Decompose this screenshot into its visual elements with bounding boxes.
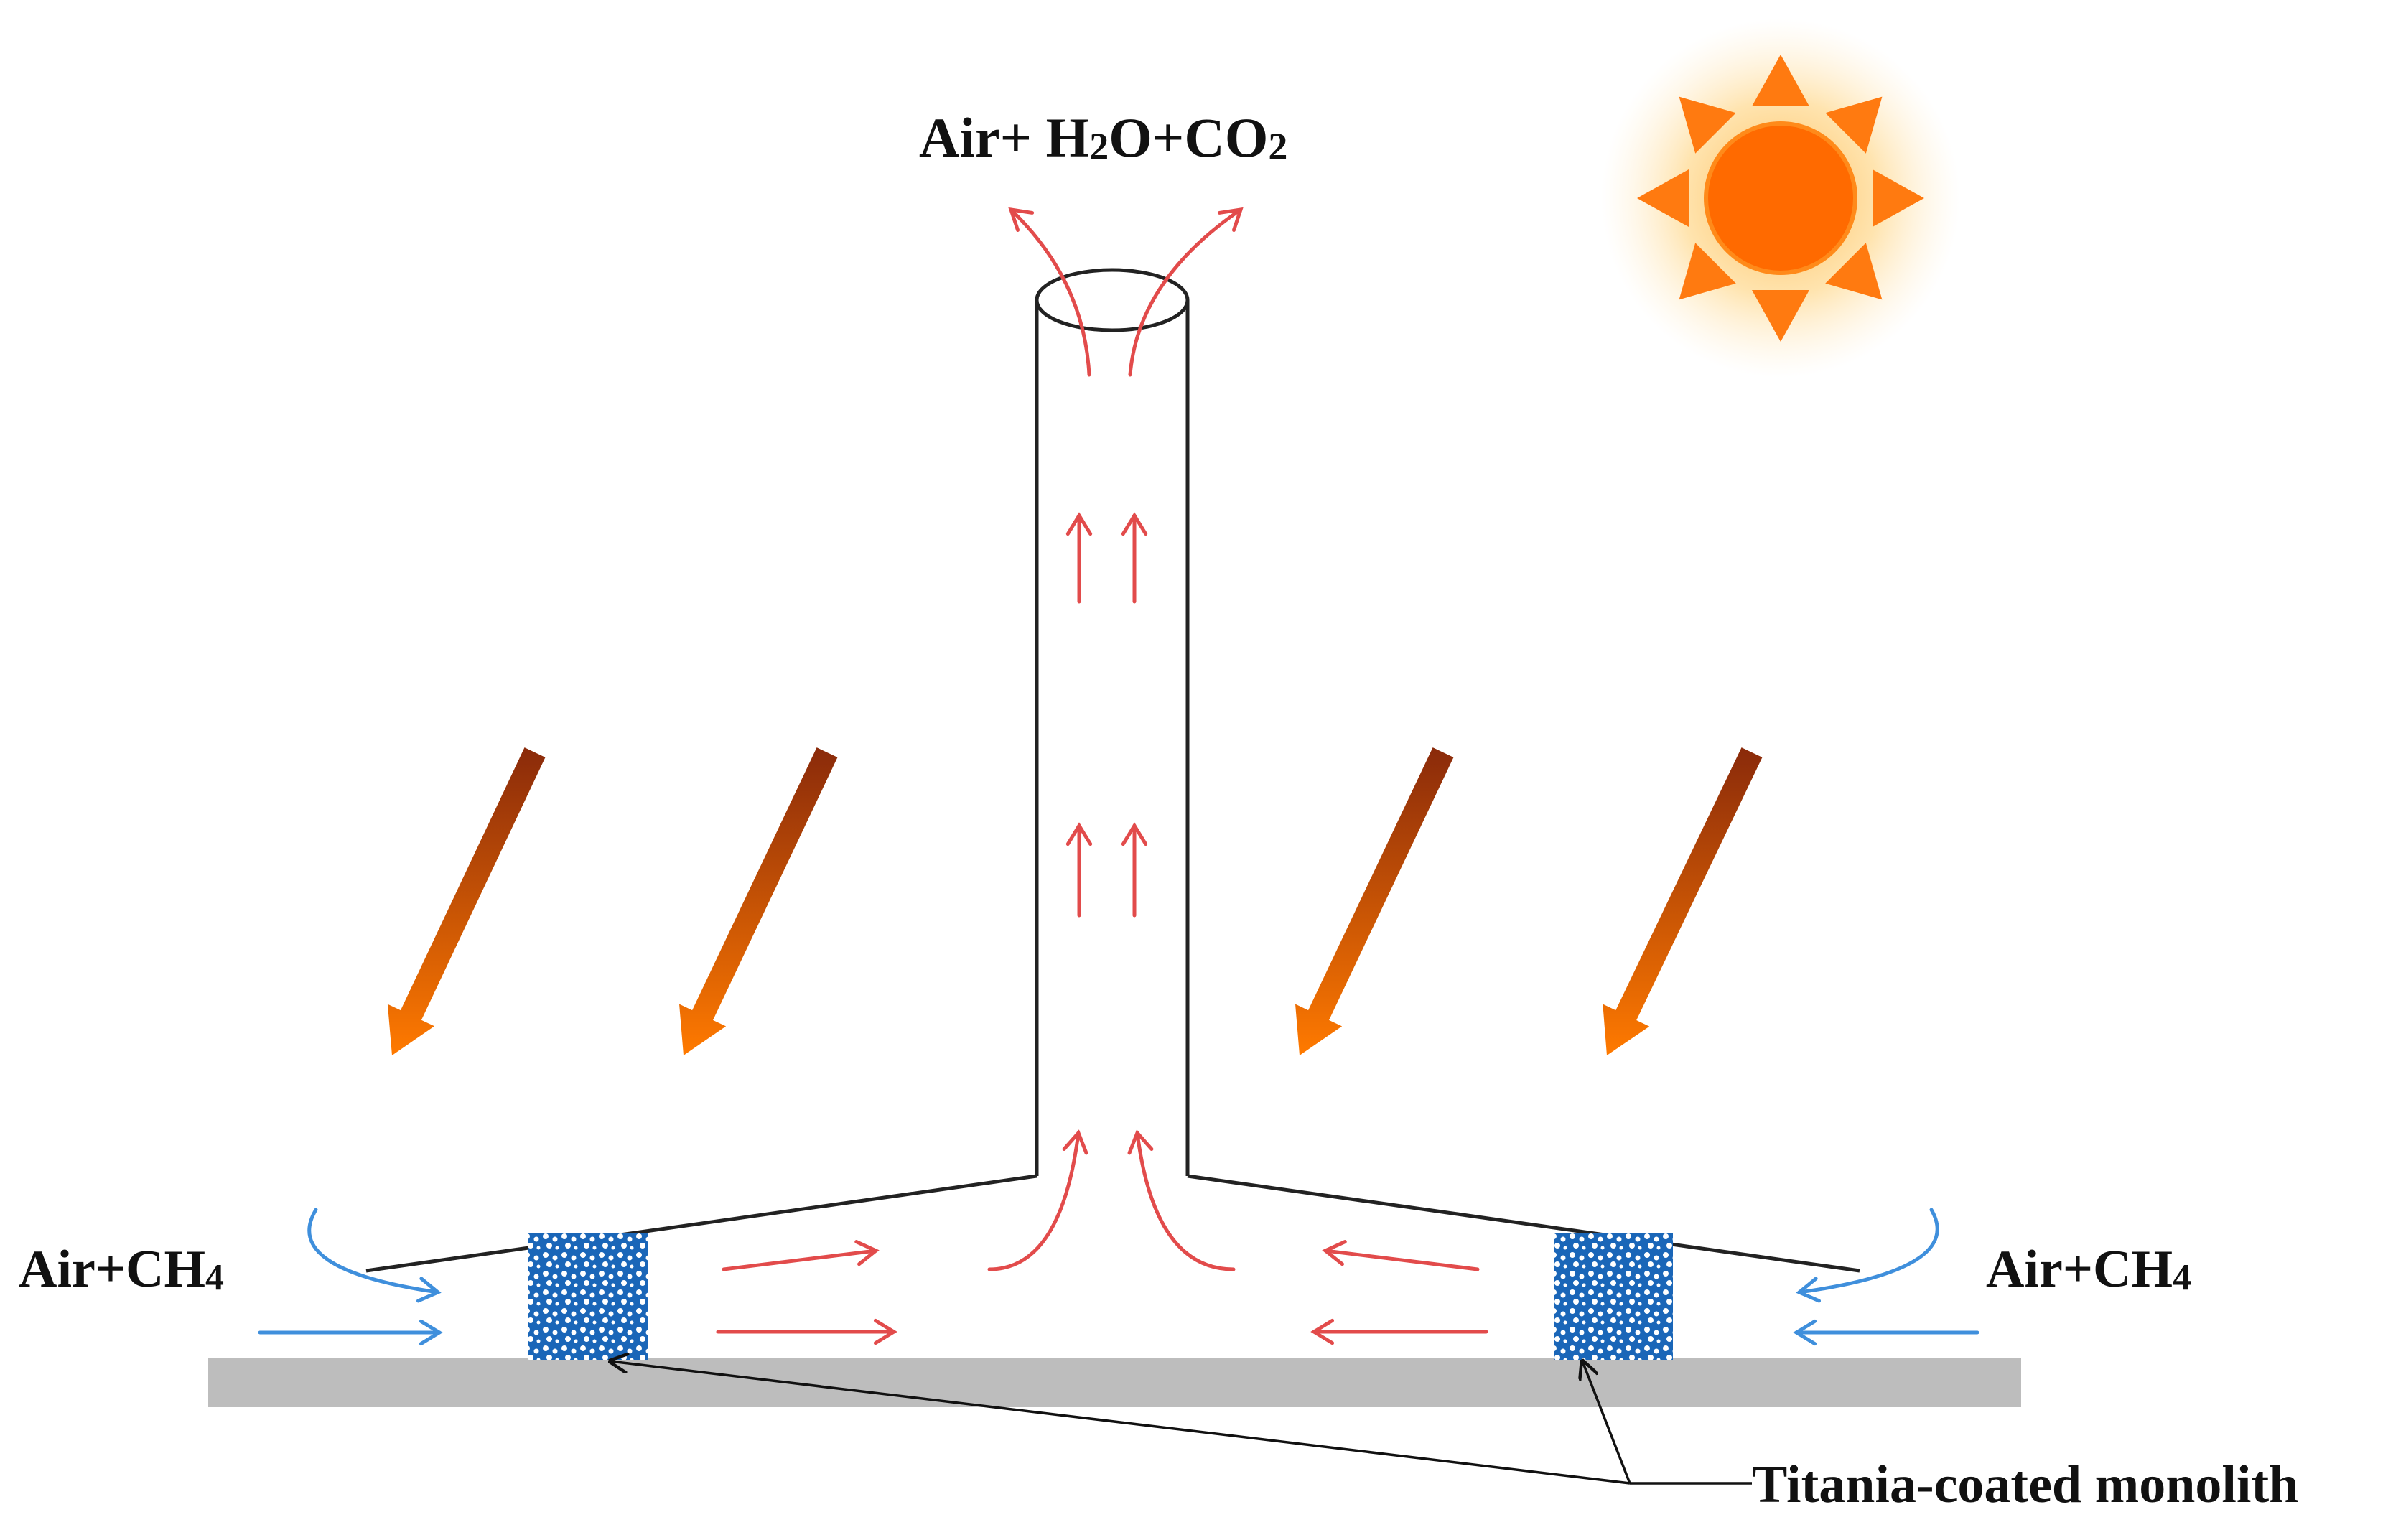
monolith-right — [1554, 1233, 1673, 1360]
light-ray-arrow-3 — [1295, 747, 1454, 1055]
flow-arrows — [716, 207, 1488, 1345]
inlet-curve-head-left — [416, 1277, 442, 1303]
flow-arrowhead-7 — [1322, 1240, 1347, 1266]
monolith-left — [528, 1233, 648, 1360]
inlet-arrows — [258, 1208, 1979, 1346]
sun-ray-5 — [1752, 290, 1809, 342]
ground-plate — [208, 1358, 2021, 1407]
inlet-arrowhead-left — [419, 1319, 443, 1346]
pointer-line-right — [1582, 1361, 1631, 1484]
flow-arrowhead-2 — [1121, 512, 1148, 536]
inlet-curve-left — [307, 1208, 440, 1294]
inlet-label-right: Air+CH4 — [1986, 1240, 2191, 1299]
sun-ray-2 — [1825, 96, 1883, 154]
flow-arrowhead-4 — [1121, 822, 1148, 846]
light-ray-arrow-4 — [1603, 747, 1763, 1055]
inlet-curve-head-right — [1796, 1277, 1822, 1303]
flow-curve-3 — [1009, 207, 1091, 377]
flow-curve-head-2 — [1127, 1129, 1154, 1155]
flow-arrowhead-8 — [1310, 1318, 1335, 1345]
monolith-pointer-lines — [610, 1361, 1752, 1485]
sun-ray-8 — [1679, 96, 1736, 154]
flow-arrow-5 — [722, 1249, 878, 1271]
light-ray-arrow-1 — [387, 747, 546, 1055]
flow-arrowhead-1 — [1065, 512, 1093, 536]
flow-curve-head-3 — [1008, 207, 1035, 232]
sun-rays — [1637, 55, 1924, 342]
monolith-label: Titania-coated monolith — [1752, 1455, 2298, 1514]
sun-icon — [1601, 19, 1960, 378]
flow-curve-1 — [987, 1131, 1081, 1271]
sun-ray-4 — [1825, 243, 1883, 300]
outlet-label: Air+ H2O+CO2 — [919, 106, 1287, 169]
inlet-label-left: Air+CH4 — [19, 1240, 224, 1299]
sun-ray-3 — [1873, 169, 1924, 227]
flow-arrow-7 — [1323, 1249, 1480, 1271]
flow-curve-head-4 — [1217, 207, 1244, 232]
sun-ray-7 — [1637, 169, 1689, 227]
sun-ray-6 — [1679, 243, 1736, 300]
flow-curve-4 — [1128, 207, 1243, 377]
flow-curve-head-1 — [1062, 1129, 1088, 1155]
inlet-arrowhead-right — [1793, 1319, 1817, 1346]
flow-curve-2 — [1135, 1131, 1236, 1271]
sun-ray-1 — [1752, 55, 1809, 106]
light-rays — [387, 747, 1763, 1055]
inlet-curve-right — [1797, 1208, 1939, 1294]
flow-arrowhead-6 — [873, 1318, 897, 1345]
pointer-line-left — [610, 1361, 1631, 1485]
flow-arrowhead-5 — [854, 1240, 880, 1266]
light-ray-arrow-2 — [679, 747, 838, 1055]
reactor-outline — [365, 268, 1860, 1273]
flow-arrowhead-3 — [1065, 822, 1093, 846]
